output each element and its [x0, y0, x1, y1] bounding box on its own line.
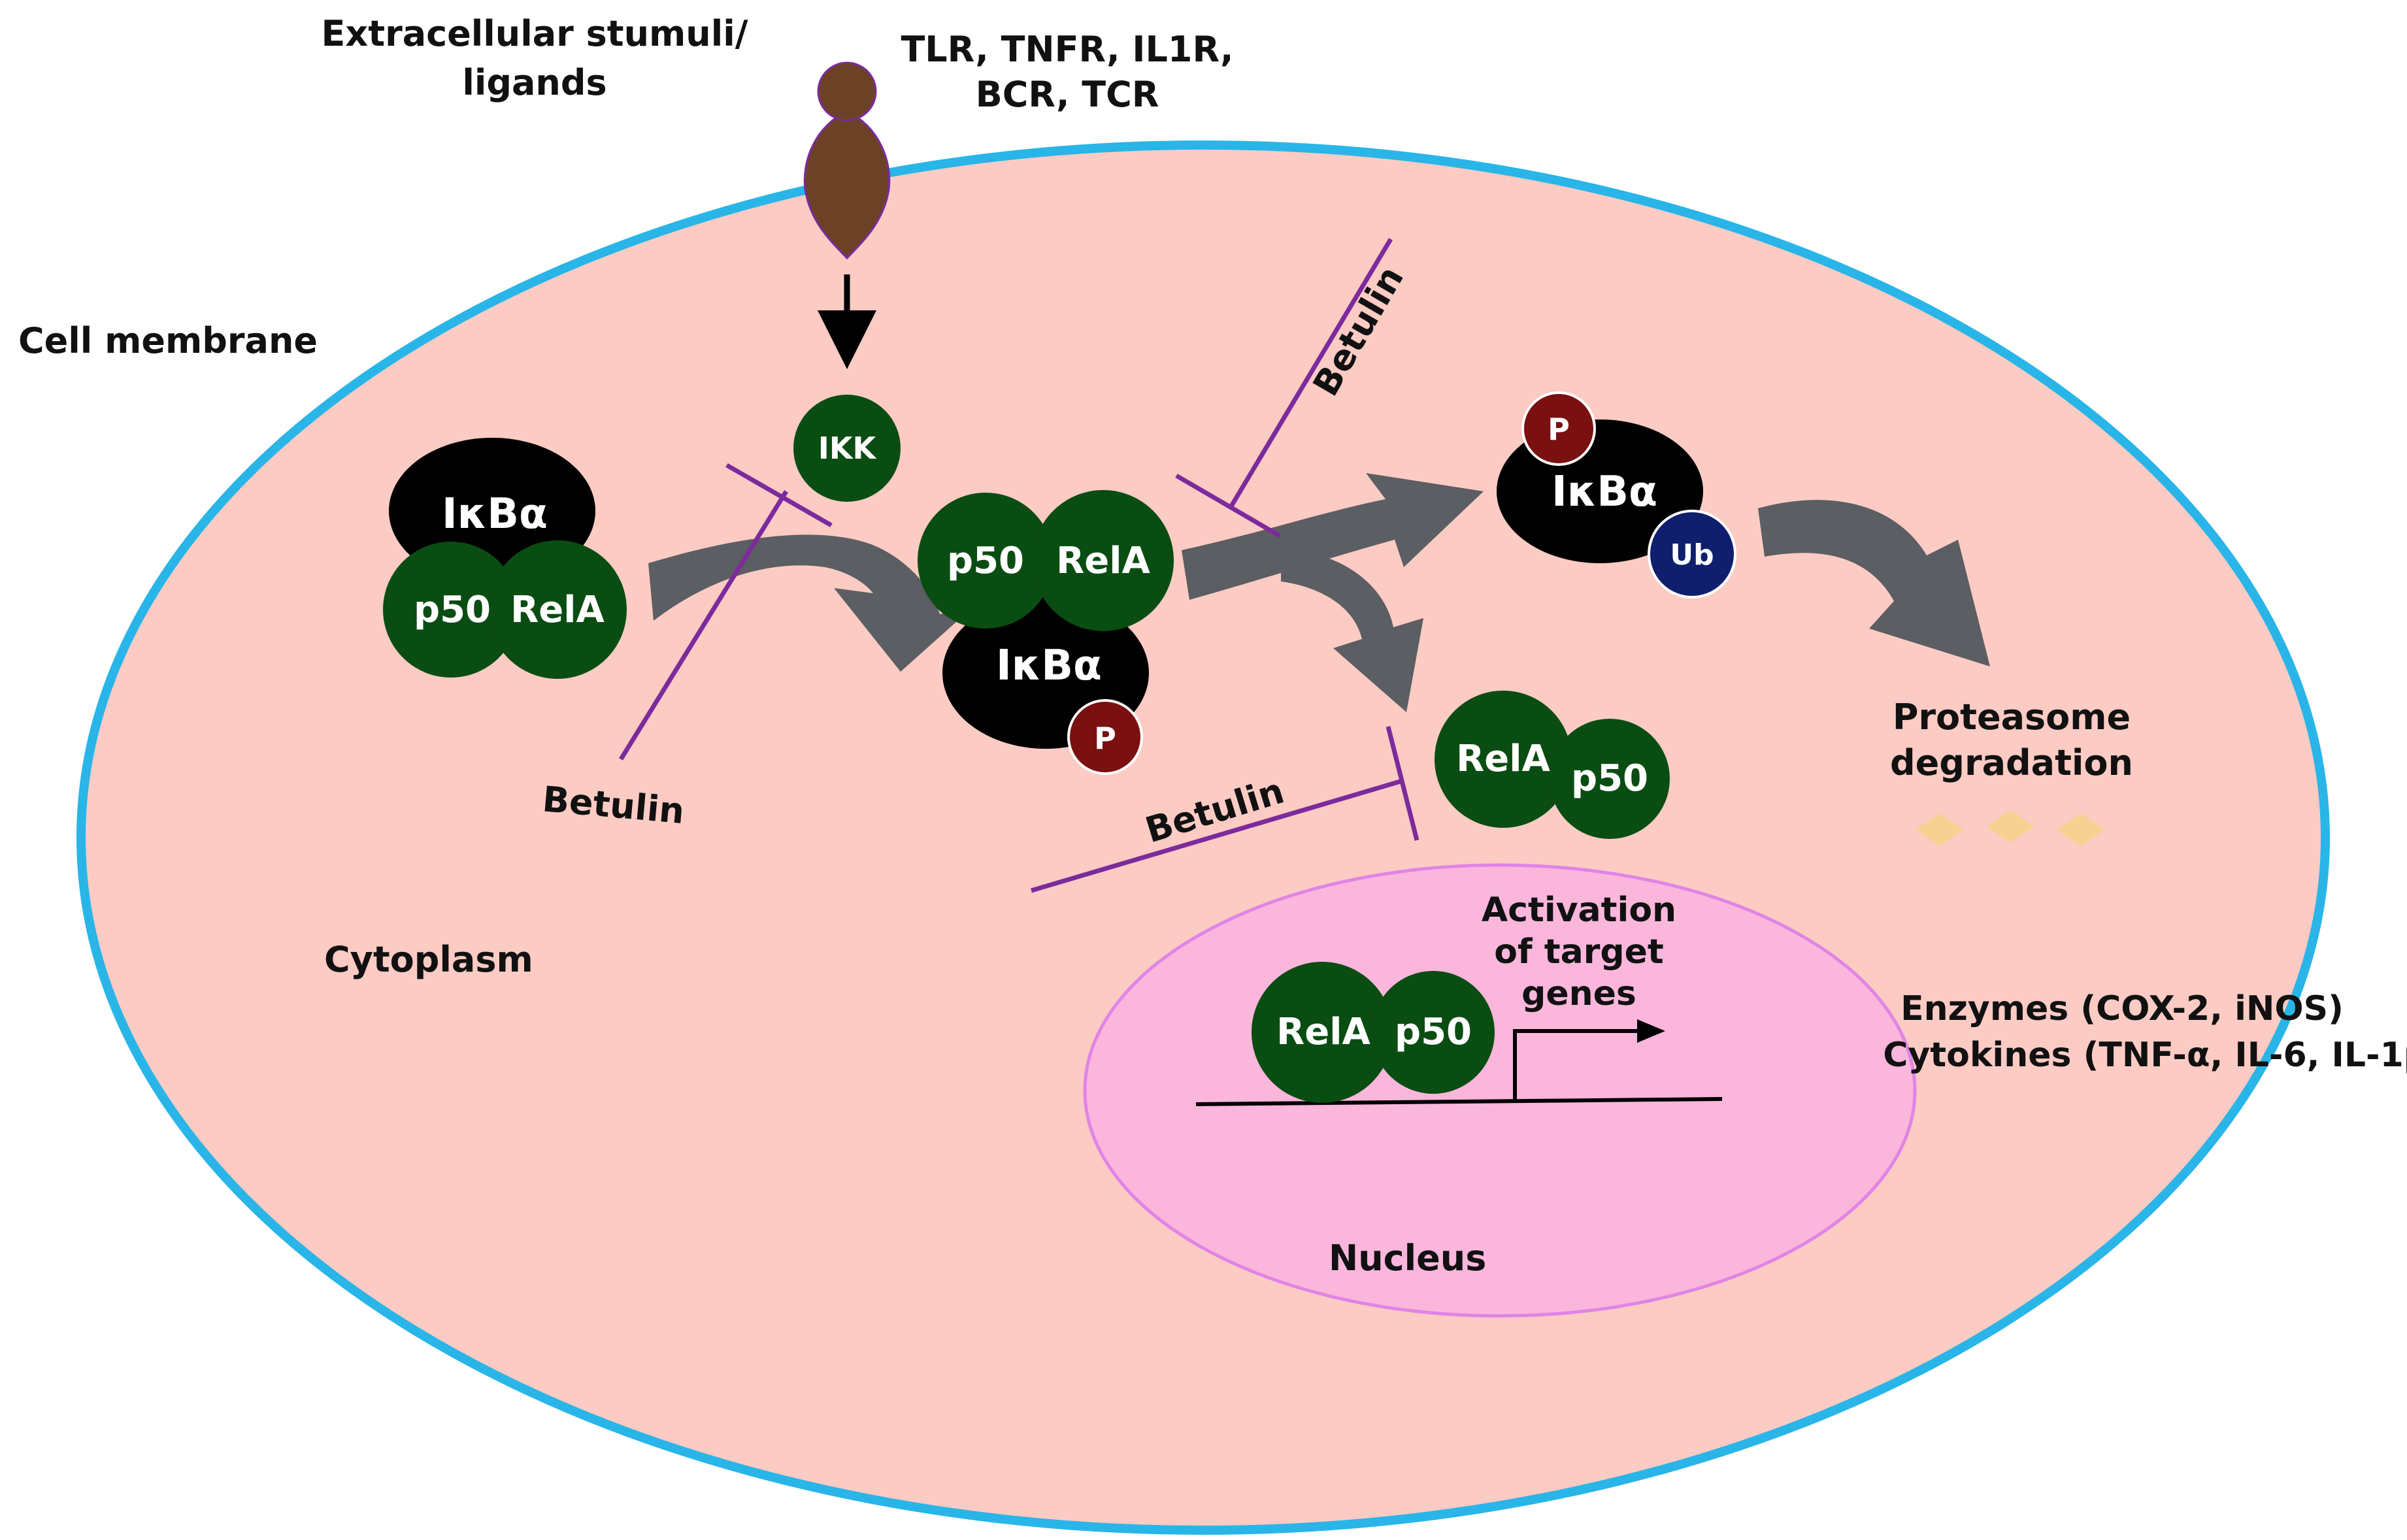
free-rela-p50: RelA p50 [1435, 691, 1670, 839]
transcription-start-arrow [1513, 1029, 1648, 1103]
complex-inactive-rela-label: RelA [510, 589, 605, 631]
betulin-inhibition-3-bar [1386, 726, 1419, 841]
complex-inactive-ikba-label: IκBα [442, 490, 548, 538]
dna-strand [1195, 1097, 1723, 1106]
complex-phosphorylated-ikba-label: IκBα [996, 642, 1102, 690]
stimuli-label-line2: ligands [462, 62, 606, 103]
betulin-inhibition-2-bar [1175, 473, 1281, 538]
arrow-to-proteasome [1758, 500, 1990, 666]
ikk-molecule: IKK [793, 395, 901, 502]
phospho-ikba-ubiquitinated: IκBα P Ub [1497, 391, 1736, 598]
activation-label-line2: of target [1494, 932, 1663, 972]
cytokines-label: Cytokines (TNF-α, IL-6, IL-1β) [1883, 1036, 2407, 1075]
free-rela-label: RelA [1456, 738, 1550, 780]
arrow-to-free-rela-p50 [1281, 549, 1423, 712]
cell-membrane-label: Cell membrane [18, 320, 318, 361]
receptors-label-line2: BCR, TCR [976, 74, 1159, 115]
receptors-label-line1: TLR, TNFR, IL1R, [901, 29, 1233, 70]
ub-label: Ub [1670, 538, 1714, 572]
complex-phosphorylated-rela-label: RelA [1056, 540, 1150, 582]
nuclear-rela-p50: RelA p50 [1252, 962, 1495, 1103]
betulin-inhibition-3 [1031, 778, 1403, 893]
activation-label-line1: Activation [1482, 891, 1676, 930]
complex-inactive: IκBα p50 RelA [383, 438, 627, 679]
complex-phosphorylated-p-label: P [1094, 721, 1116, 756]
free-p50-label: p50 [1571, 757, 1648, 800]
nucleus-label: Nucleus [1329, 1237, 1486, 1279]
proteasome-label-line1: Proteasome [1893, 696, 2131, 738]
betulin-inhibition-1 [619, 490, 788, 761]
proteasome-label-line2: degradation [1890, 742, 2133, 783]
arrow-to-phospho-ikba [1182, 473, 1484, 600]
complex-phosphorylated: IκBα p50 RelA P [918, 490, 1174, 775]
phospho-ikba-p-label: P [1548, 412, 1570, 447]
nuclear-p50-label: p50 [1395, 1011, 1472, 1053]
degradation-fragments [1916, 810, 2105, 846]
receptor [803, 61, 891, 260]
activation-label-line3: genes [1521, 974, 1636, 1013]
betulin-inhibition-1-bar [725, 463, 833, 528]
betulin-inhibition-2 [1227, 238, 1393, 510]
arrow-complex-to-phosphorylated [648, 534, 974, 672]
transcription-arrow-head [1637, 1019, 1665, 1043]
complex-inactive-p50-label: p50 [414, 589, 491, 631]
ikk-label: IKK [818, 431, 878, 466]
complex-phosphorylated-p50-label: p50 [947, 540, 1024, 582]
phospho-ikba-label: IκBα [1552, 468, 1657, 516]
enzymes-label: Enzymes (COX-2, iNOS) [1901, 989, 2344, 1028]
cytoplasm-label: Cytoplasm [324, 939, 533, 980]
stimuli-label-line1: Extracellular stumuli/ [322, 13, 748, 54]
nuclear-rela-label: RelA [1276, 1011, 1370, 1053]
